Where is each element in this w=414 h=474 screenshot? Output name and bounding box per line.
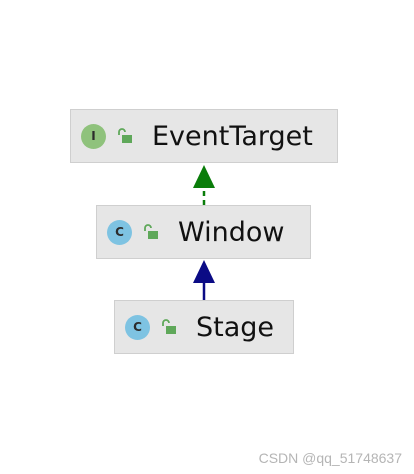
- unlock-icon: [162, 319, 176, 334]
- class-icon: C: [125, 314, 150, 340]
- interface-icon: I: [81, 123, 106, 149]
- edge-window-implements-eventtarget: [193, 165, 215, 205]
- node-label: Window: [178, 216, 285, 248]
- arrowhead-extends: [193, 260, 215, 283]
- unlock-icon: [144, 224, 158, 239]
- arrowhead-implements: [193, 165, 215, 188]
- edge-stage-extends-window: [193, 260, 215, 300]
- node-eventtarget[interactable]: I EventTarget: [70, 109, 338, 163]
- node-window[interactable]: C Window: [96, 205, 311, 259]
- unlock-icon: [118, 128, 132, 143]
- node-stage[interactable]: C Stage: [114, 300, 294, 354]
- node-label: EventTarget: [152, 120, 313, 152]
- class-icon: C: [107, 219, 132, 245]
- watermark: CSDN @qq_51748637: [258, 450, 402, 466]
- node-label: Stage: [196, 311, 275, 343]
